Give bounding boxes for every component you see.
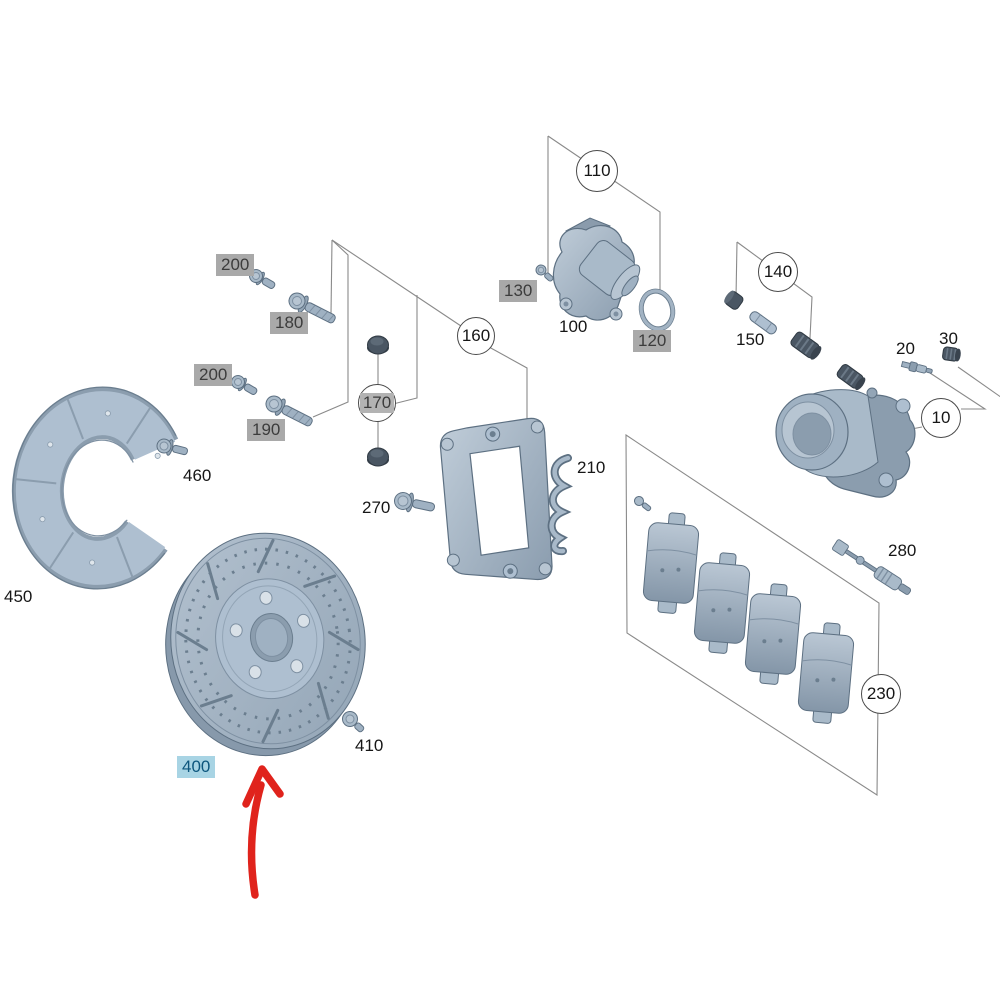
part-label-460[interactable]: 460 bbox=[183, 466, 212, 485]
brake-pad-set bbox=[642, 512, 855, 724]
callout-140[interactable]: 140 bbox=[758, 252, 798, 292]
callout-10[interactable]: 10 bbox=[921, 398, 961, 438]
part-label-450[interactable]: 450 bbox=[4, 587, 33, 606]
guide-pin-cap bbox=[724, 290, 744, 310]
part-label-210[interactable]: 210 bbox=[577, 458, 606, 477]
guide-nut-bottom bbox=[367, 447, 389, 467]
pad-pin-screw bbox=[634, 496, 652, 512]
bracket-bolt bbox=[394, 492, 435, 513]
callout-110[interactable]: 110 bbox=[576, 150, 618, 192]
pad-wear-sensor bbox=[832, 539, 912, 595]
brake-disc bbox=[165, 532, 366, 757]
part-label-100[interactable]: 100 bbox=[559, 317, 588, 336]
guide-pin bbox=[749, 311, 777, 335]
part-label-280[interactable]: 280 bbox=[888, 541, 917, 560]
part-label-200-upper[interactable]: 200 bbox=[216, 254, 255, 276]
guide-pin-boot bbox=[790, 331, 822, 360]
caliper-bolt-small-200b bbox=[231, 375, 258, 395]
o-ring bbox=[638, 288, 676, 332]
pad-spring-clip bbox=[547, 454, 573, 556]
brake-caliper bbox=[775, 364, 916, 498]
guide-nut-top bbox=[367, 335, 389, 355]
part-label-200-lower[interactable]: 200 bbox=[194, 364, 233, 386]
part-label-150[interactable]: 150 bbox=[736, 330, 765, 349]
pad-panel-outline bbox=[625, 433, 880, 797]
part-label-180[interactable]: 180 bbox=[270, 312, 309, 334]
dust-shield bbox=[11, 386, 189, 590]
shield-bolt bbox=[156, 438, 188, 456]
part-label-20[interactable]: 20 bbox=[896, 339, 915, 358]
callout-160[interactable]: 160 bbox=[457, 317, 495, 355]
part-label-190[interactable]: 190 bbox=[247, 419, 286, 441]
bleeder-valve bbox=[900, 361, 933, 374]
part-label-120[interactable]: 120 bbox=[633, 330, 672, 352]
disc-retaining-screw bbox=[342, 711, 365, 733]
motor-bolt bbox=[535, 264, 554, 282]
bleeder-cap bbox=[942, 346, 961, 362]
part-label-270[interactable]: 270 bbox=[362, 498, 391, 517]
callout-230[interactable]: 230 bbox=[861, 674, 901, 714]
parking-brake-motor bbox=[552, 217, 641, 321]
caliper-carrier bbox=[439, 417, 553, 581]
part-label-130[interactable]: 130 bbox=[499, 280, 538, 302]
caliper-bolt-long-180 bbox=[288, 292, 336, 324]
callout-170[interactable]: 170 bbox=[358, 384, 396, 422]
caliper-bolt-long-190 bbox=[265, 395, 313, 427]
red-annotation-arrow bbox=[242, 765, 284, 899]
part-label-30[interactable]: 30 bbox=[939, 329, 958, 348]
part-label-410[interactable]: 410 bbox=[355, 736, 384, 755]
part-label-400-selected[interactable]: 400 bbox=[177, 756, 216, 778]
